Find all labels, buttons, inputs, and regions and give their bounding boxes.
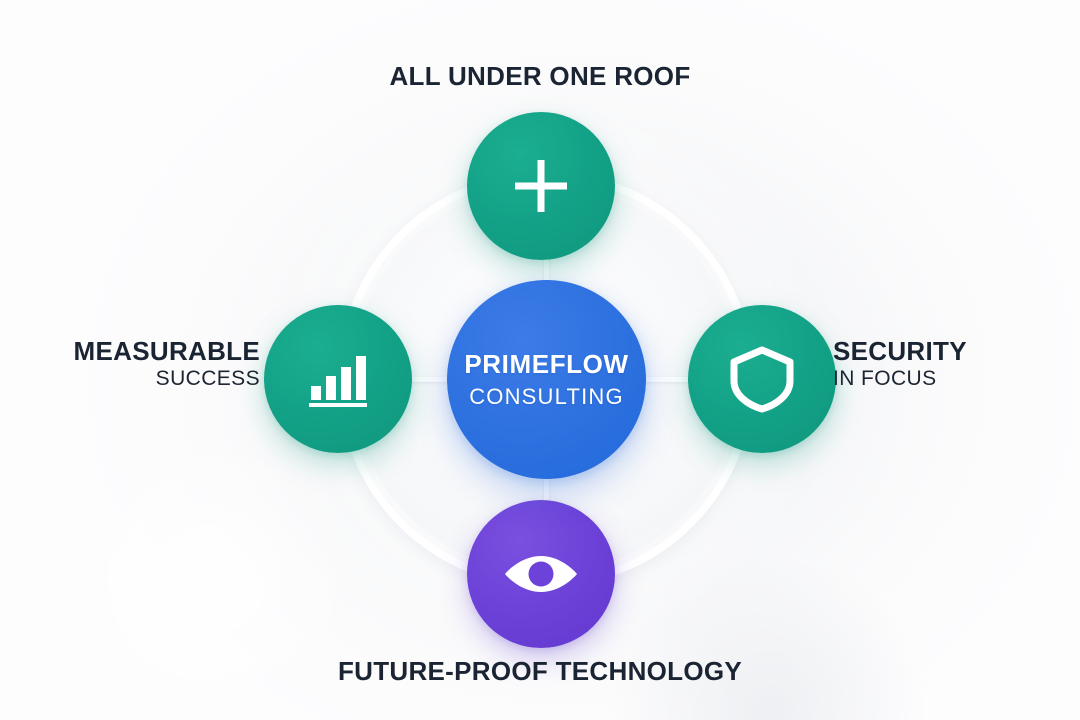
connector-spoke-right bbox=[632, 377, 742, 382]
label-all-under-one-roof: ALL UNDER ONE ROOF bbox=[0, 61, 1080, 91]
plus-icon bbox=[505, 150, 577, 222]
brand-tagline: CONSULTING bbox=[469, 384, 624, 409]
label-future-proof-technology: FUTURE-PROOF TECHNOLOGY bbox=[0, 656, 1080, 686]
brand-name: PRIMEFLOW bbox=[464, 349, 629, 379]
label-line-primary: MEASURABLE bbox=[73, 336, 260, 366]
background-glow-bottom-right bbox=[600, 560, 940, 720]
eye-icon bbox=[503, 536, 579, 612]
node-future-proof-technology[interactable] bbox=[467, 500, 615, 648]
label-security-in-focus: SECURITY IN FOCUS bbox=[833, 336, 967, 391]
label-line-secondary: IN FOCUS bbox=[833, 367, 937, 391]
label-line-primary: FUTURE-PROOF TECHNOLOGY bbox=[337, 656, 743, 686]
center-brand-node[interactable]: PRIMEFLOW CONSULTING bbox=[447, 280, 646, 479]
node-all-under-one-roof[interactable] bbox=[467, 112, 615, 260]
node-measurable-success[interactable] bbox=[264, 305, 412, 453]
label-line-primary: SECURITY bbox=[833, 336, 967, 366]
bar-chart-icon bbox=[305, 346, 371, 412]
label-measurable-success: MEASURABLE SUCCESS bbox=[73, 336, 260, 391]
label-line-secondary: SUCCESS bbox=[155, 367, 260, 391]
shield-icon bbox=[728, 345, 796, 413]
label-line-primary: ALL UNDER ONE ROOF bbox=[389, 61, 691, 91]
node-security-in-focus[interactable] bbox=[688, 305, 836, 453]
